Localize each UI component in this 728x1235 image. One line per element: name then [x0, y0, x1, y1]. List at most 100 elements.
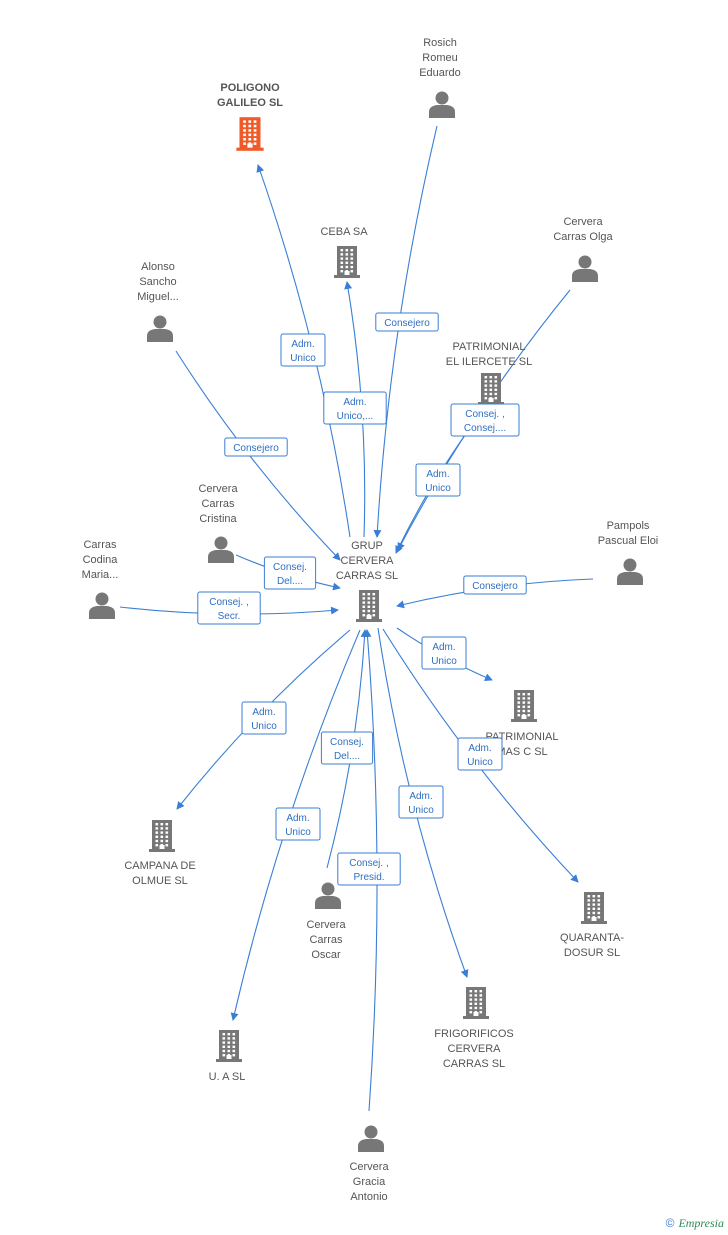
- edge-label-grup-to-campana[interactable]: Adm.Unico: [241, 701, 287, 735]
- edge-label-grup-to-frigorificos[interactable]: Adm.Unico: [398, 785, 444, 819]
- edge-label-box: [197, 591, 261, 625]
- node-codina[interactable]: CarrasCodinaMaria...: [82, 539, 119, 619]
- node-label-grup: GRUP: [351, 540, 383, 552]
- node-label-cristina: Cervera: [198, 483, 238, 495]
- edge-label-box: [241, 701, 287, 735]
- edge-label-pampols-to-grup[interactable]: Consejero: [463, 575, 527, 595]
- node-label-frigorificos: CARRAS SL: [443, 1058, 505, 1070]
- edge-label-text: Adm.: [432, 642, 455, 653]
- node-label-oscar: Oscar: [311, 949, 341, 961]
- edge-label-text: Consej....: [464, 423, 506, 434]
- node-label-grup: CERVERA: [341, 555, 395, 567]
- node-label-quaranta: DOSUR SL: [564, 947, 620, 959]
- node-label-antonio: Gracia: [353, 1176, 386, 1188]
- edge-label-grup-to-quaranta[interactable]: Adm. Unico: [457, 737, 503, 771]
- building-icon: [356, 590, 382, 622]
- edge-label-box: [421, 636, 467, 670]
- building-icon: [511, 690, 537, 722]
- edge-label-cristina-to-grup[interactable]: Consej.Del....: [263, 556, 317, 590]
- edge-label-text: Adm.: [426, 469, 449, 480]
- node-label-ilercete: EL ILERCETE SL: [446, 356, 532, 368]
- node-quaranta[interactable]: QUARANTA- DOSUR SL: [560, 892, 624, 959]
- node-ua[interactable]: U. A SL: [209, 1030, 246, 1083]
- edge-label-box: [415, 463, 461, 497]
- building-icon: [581, 892, 607, 924]
- person-icon: [147, 315, 173, 342]
- edge-label-text: Unico: [467, 757, 493, 768]
- node-label-campana: CAMPANA DE: [124, 860, 195, 872]
- edge-label-box: [275, 807, 321, 841]
- edge-label-ilercete-to-grup[interactable]: Adm.Unico: [415, 463, 461, 497]
- node-label-poligono: GALILEO SL: [217, 97, 283, 109]
- node-label-pampols: Pampols: [607, 520, 650, 532]
- node-label-alonso: Alonso: [141, 261, 175, 273]
- brand-logo[interactable]: Empresia: [678, 1216, 724, 1230]
- node-label-ceba: CEBA SA: [320, 226, 368, 238]
- edge-label-box: [224, 437, 288, 457]
- node-label-frigorificos: CERVERA: [448, 1043, 502, 1055]
- edge-label-codina-to-grup[interactable]: Consej. ,Secr.: [197, 591, 261, 625]
- edge-label-box: [463, 575, 527, 595]
- node-ceba[interactable]: CEBA SA: [320, 226, 368, 278]
- node-label-rosich: Romeu: [422, 52, 457, 64]
- person-icon: [315, 882, 341, 909]
- node-label-cristina: Cristina: [199, 513, 237, 525]
- edge-label-antonio-to-grup[interactable]: Consej. , Presid.: [337, 852, 401, 886]
- node-label-olga: Cervera: [563, 216, 603, 228]
- edge-label-text: Consej. ,: [209, 597, 248, 608]
- edge-label-text: Consejero: [233, 443, 279, 454]
- edge-label-alonso-to-grup[interactable]: Consejero: [224, 437, 288, 457]
- edge-label-text: Unico: [285, 827, 311, 838]
- node-grup[interactable]: GRUP CERVERA CARRAS SL: [336, 540, 398, 622]
- node-label-quaranta: QUARANTA-: [560, 932, 624, 944]
- node-alonso[interactable]: AlonsoSanchoMiguel...: [137, 261, 179, 342]
- edge-label-text: Consej. ,: [465, 409, 504, 420]
- building-icon: [236, 117, 264, 151]
- edge-label-text: Adm.: [409, 791, 432, 802]
- node-label-poligono: POLIGONO: [220, 82, 280, 94]
- nodes-layer: POLIGONO GALILEO SL RosichRomeuEduardoCEBA…: [82, 37, 659, 1203]
- edge-label-box: [263, 556, 317, 590]
- edge-label-box: [323, 391, 387, 425]
- node-label-cristina: Carras: [201, 498, 235, 510]
- building-icon: [334, 246, 360, 278]
- node-label-codina: Codina: [83, 554, 119, 566]
- node-ilercete[interactable]: PATRIMONIAL EL ILERCETE SL: [446, 341, 532, 405]
- node-label-mas: PATRIMONIAL: [486, 731, 559, 743]
- edge-label-text: Unico: [431, 656, 457, 667]
- edge-label-text: Adm.: [291, 339, 314, 350]
- edge-label-grup-to-mas[interactable]: Adm. Unico: [421, 636, 467, 670]
- edge-label-grup-to-ceba[interactable]: Adm.Unico,...: [323, 391, 387, 425]
- edge-label-grup-to-ua[interactable]: Adm. Unico: [275, 807, 321, 841]
- node-label-ilercete: PATRIMONIAL: [453, 341, 526, 353]
- edge-label-text: Adm.: [286, 813, 309, 824]
- edge-label-olga-to-grup[interactable]: Consej. , Consej....: [450, 403, 520, 437]
- node-label-alonso: Miguel...: [137, 291, 179, 303]
- building-icon: [478, 373, 504, 405]
- edge-label-rosich-to-grup[interactable]: Consejero: [375, 312, 439, 332]
- edge-label-text: Consej.: [330, 737, 364, 748]
- edge-label-text: Presid.: [353, 872, 384, 883]
- node-poligono[interactable]: POLIGONO GALILEO SL: [217, 82, 283, 151]
- edge-label-text: Adm.: [468, 743, 491, 754]
- node-label-grup: CARRAS SL: [336, 570, 398, 582]
- node-label-olga: Carras Olga: [553, 231, 613, 243]
- edge-label-text: Consej. ,: [349, 858, 388, 869]
- edge-label-grup-to-poligono[interactable]: Adm.Unico: [280, 333, 326, 367]
- node-label-rosich: Eduardo: [419, 67, 461, 79]
- node-label-codina: Carras: [83, 539, 117, 551]
- node-label-rosich: Rosich: [423, 37, 457, 49]
- edge-label-box: [398, 785, 444, 819]
- edge-label-oscar-to-grup[interactable]: Consej.Del....: [320, 731, 374, 765]
- building-icon: [463, 987, 489, 1019]
